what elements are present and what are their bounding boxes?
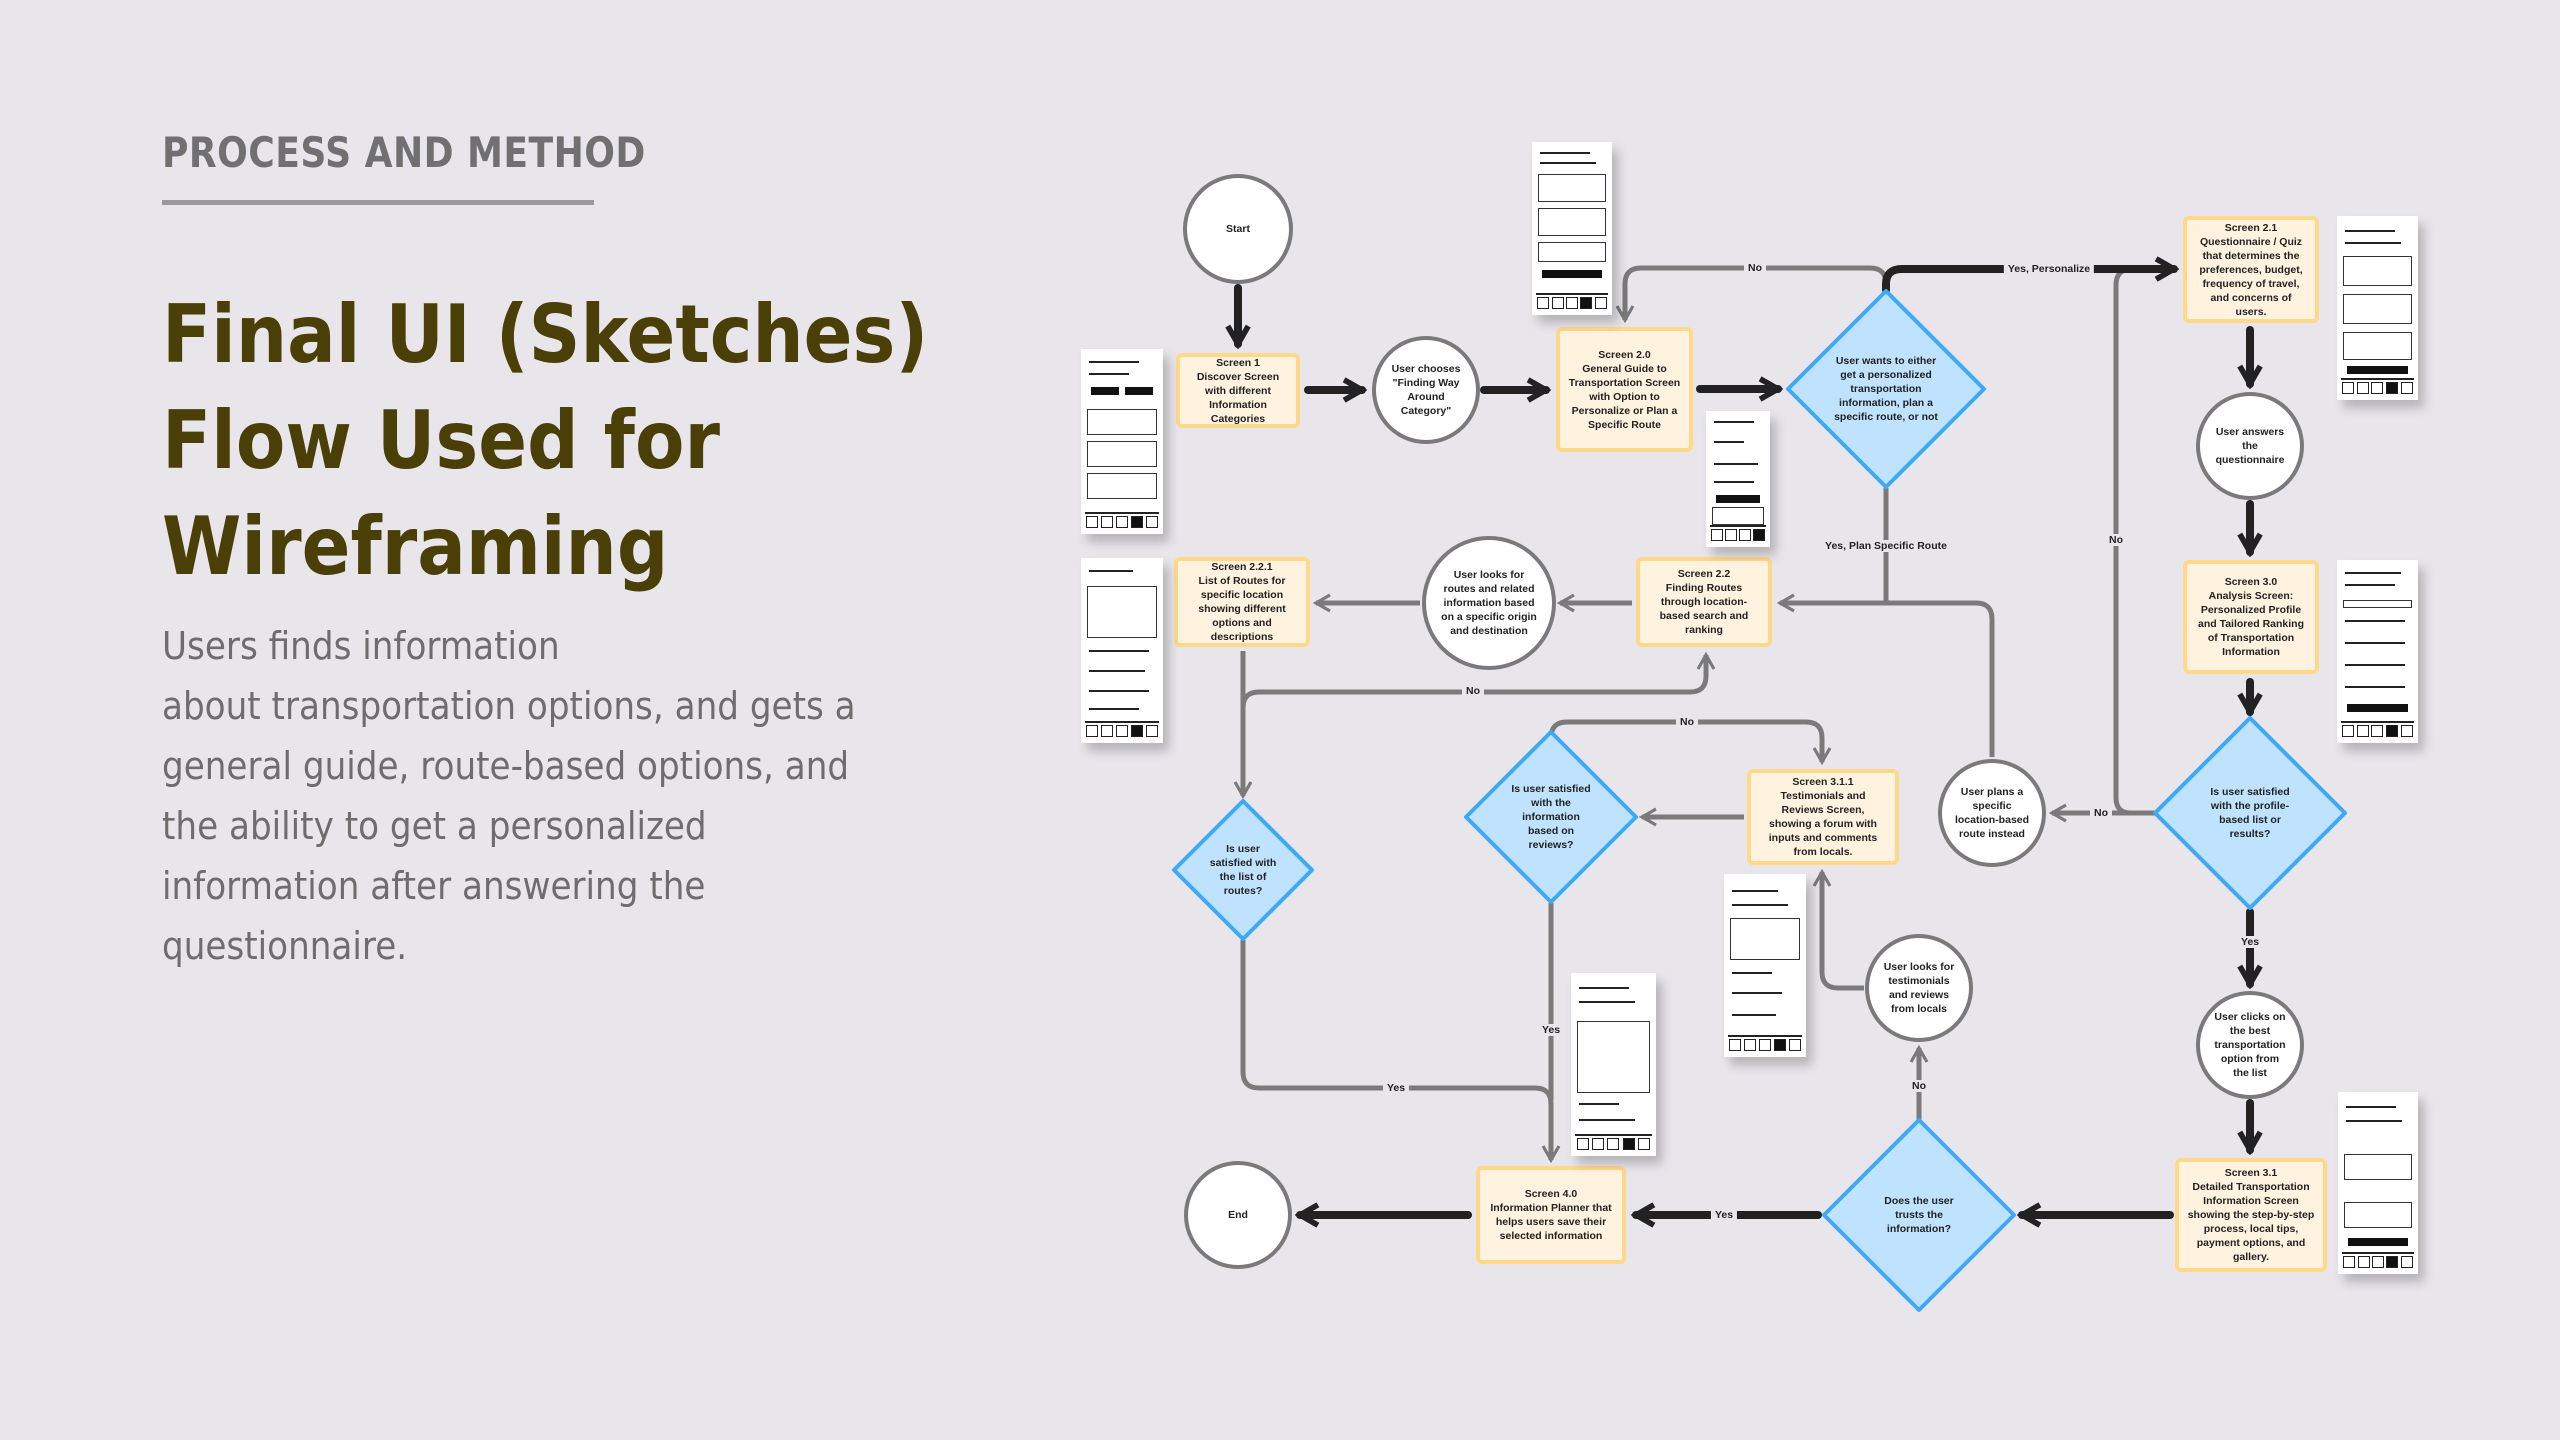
screen-title: Screen 4.0	[1524, 1188, 1578, 1200]
action-chooses: User chooses "Finding Way Around Categor…	[1372, 336, 1480, 444]
screen-title: Screen 2.0	[1598, 348, 1651, 361]
action-testimonials: User looks for testimonials and reviews …	[1865, 934, 1973, 1042]
screen-title: Screen 2.2.1	[1211, 561, 1273, 573]
action-plans: User plans a specific location-based rou…	[1938, 759, 2046, 867]
screen-description: Testimonials and Reviews Screen, showing…	[1768, 790, 1878, 858]
connector-routes-no	[1240, 651, 1716, 709]
title-line: Final UI (Sketches)	[162, 288, 929, 381]
decision-trust	[1822, 1118, 2016, 1312]
label-yes: Yes	[1710, 1209, 1738, 1221]
screen-title: Screen 1	[1216, 356, 1260, 369]
decision-routes-text: Is user satisfied with the list of route…	[1209, 843, 1277, 897]
label-no: No	[2105, 534, 2127, 546]
start-label: Start	[1226, 223, 1250, 235]
action-text: User looks for routes and related inform…	[1441, 569, 1537, 637]
connector-routes-yes	[1240, 940, 1561, 1164]
label-no: No	[2090, 807, 2112, 819]
decision-profile-text: Is user satisfied with the profile-based…	[2210, 786, 2290, 840]
label-no: No	[1908, 1080, 1930, 1092]
page-description: Users finds information about transporta…	[162, 616, 962, 976]
decision-profile	[2153, 716, 2347, 910]
sketch-screen-2-0	[1532, 142, 1612, 315]
title-line: Wireframing	[162, 500, 669, 593]
sketch-screen-2-2-1	[1081, 558, 1163, 743]
description-line: information after answering the	[162, 864, 706, 908]
decision-routes	[1172, 799, 1314, 941]
decision-reviews	[1464, 730, 1638, 904]
title-line: Flow Used for	[162, 394, 720, 487]
screen-description: Analysis Screen: Personalized Profile an…	[2198, 590, 2304, 658]
sketch-screen-3-0	[2337, 560, 2418, 743]
sketch-screen-4-0	[1571, 973, 1656, 1156]
screen-description: Finding Routes through location-based se…	[1659, 582, 1749, 636]
screen-description: Discover Screen with different Informati…	[1196, 370, 1280, 425]
decision-either-text: User wants to either get a personalized …	[1834, 355, 1938, 423]
label-yes-personalize: Yes, Personalize	[2003, 263, 2095, 275]
sketch-screen-1	[1081, 349, 1163, 534]
screen-title: Screen 3.0	[2224, 576, 2278, 588]
label-yes: Yes	[2236, 936, 2264, 948]
action-text: User looks for testimonials and reviews …	[1883, 961, 1955, 1015]
label-no: No	[1676, 716, 1698, 728]
end-label: End	[1228, 1209, 1248, 1221]
screen-description: Questionnaire / Quiz that determines the…	[2199, 235, 2303, 318]
label-yes: Yes	[1537, 1024, 1565, 1036]
section-eyebrow: PROCESS AND METHOD	[162, 128, 646, 177]
description-line: questionnaire.	[162, 924, 408, 968]
screen-title: Screen 3.1.1	[1792, 776, 1854, 788]
connector-yes-personalize	[1882, 269, 2174, 294]
label-yes-plan-route: Yes, Plan Specific Route	[1821, 540, 1951, 552]
decision-reviews-text: Is user satisfied with the information b…	[1511, 783, 1591, 851]
connector-no-to-screen-2-0	[1615, 265, 1889, 324]
connector-plans-to-screen-2-2	[1776, 593, 1995, 757]
sketch-screen-2-2	[1706, 411, 1770, 547]
page-title: Final UI (Sketches) Flow Used for Wirefr…	[162, 282, 962, 600]
screen-description: Information Planner that helps users sav…	[1490, 1202, 1612, 1242]
screen-description: Detailed Transportation Information Scre…	[2187, 1181, 2315, 1263]
action-routes: User looks for routes and related inform…	[1422, 536, 1556, 670]
action-answers: User answers the questionnaire	[2196, 392, 2304, 500]
screen-description: List of Routes for specific location sho…	[1198, 575, 1286, 643]
screen-title: Screen 3.1	[2224, 1167, 2278, 1179]
connector-testimonials-to-3-1-1	[1812, 868, 1864, 991]
action-text: User answers the questionnaire	[2215, 426, 2285, 466]
start-node: Start	[1183, 174, 1293, 284]
connector-reviews-no	[1548, 719, 1832, 766]
action-text: User plans a specific location-based rou…	[1954, 786, 2030, 840]
label-no: No	[1744, 262, 1766, 274]
description-line: the ability to get a personalized	[162, 804, 707, 848]
sketch-screen-3-1-1	[1724, 874, 1806, 1057]
end-node: End	[1184, 1161, 1292, 1269]
screen-title: Screen 2.2	[1677, 568, 1731, 580]
screen-description: General Guide to Transportation Screen w…	[1568, 362, 1681, 431]
description-line: Users finds information	[162, 624, 560, 668]
action-text: User chooses "Finding Way Around Categor…	[1391, 363, 1461, 417]
description-line: about transportation options, and gets a	[162, 684, 856, 728]
sketch-screen-3-1	[2338, 1092, 2418, 1274]
decision-trust-text: Does the user trusts the information?	[1884, 1195, 1954, 1235]
label-yes: Yes	[1382, 1082, 1410, 1094]
label-no: No	[1462, 685, 1484, 697]
sketch-screen-2-1	[2337, 216, 2418, 400]
decision-either	[1786, 289, 1986, 489]
eyebrow-underline	[162, 200, 594, 205]
action-text: User clicks on the best transportation o…	[2214, 1011, 2286, 1079]
description-line: general guide, route-based options, and	[162, 744, 850, 788]
screen-title: Screen 2.1	[2224, 221, 2278, 234]
action-clicks: User clicks on the best transportation o…	[2196, 991, 2304, 1099]
